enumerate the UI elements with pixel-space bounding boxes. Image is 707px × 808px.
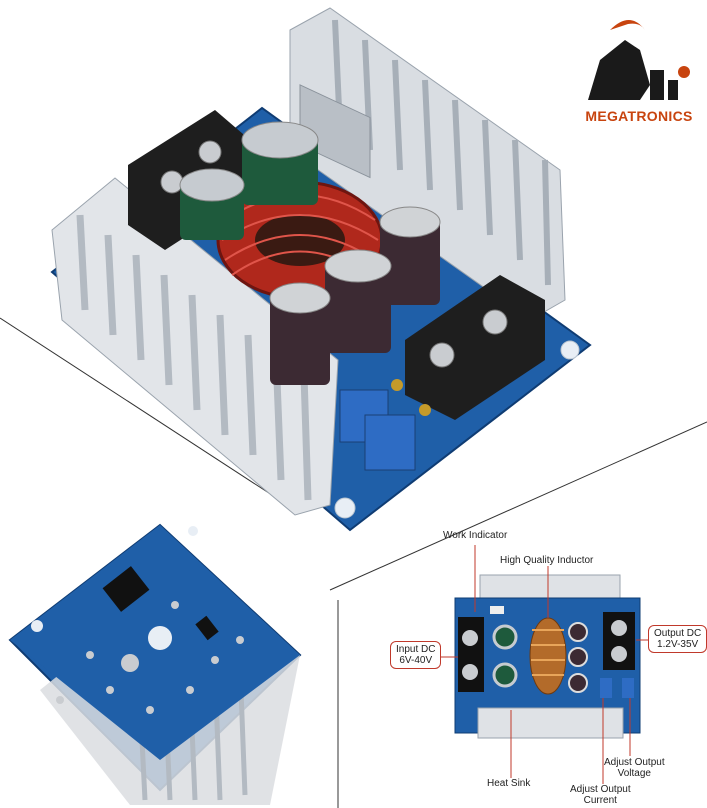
label-adjust-current-line2: Current [583, 795, 617, 806]
label-input-dc-range: 6V-40V [399, 655, 433, 666]
section-dividers [0, 317, 707, 808]
label-adjust-output-voltage: Adjust Output Voltage [604, 757, 665, 779]
terminal-screw [160, 170, 184, 194]
ram-head-logo-icon [588, 20, 690, 100]
trimmer-potentiometers [339, 379, 431, 471]
mounting-hole [560, 340, 580, 360]
label-output-dc: Output DC 1.2V-35V [648, 625, 707, 653]
brand-name: MEGATRONICS [585, 108, 693, 124]
purple-capacitors [269, 206, 441, 385]
label-adjust-voltage-line2: Voltage [617, 768, 651, 779]
mounting-hole [334, 497, 356, 519]
label-input-dc-title: Input DC [396, 644, 436, 655]
output-terminal-block [405, 275, 545, 420]
annotated-heatsink-bottom [477, 707, 624, 739]
label-work-indicator: Work Indicator [443, 530, 508, 541]
green-capacitors [179, 121, 319, 240]
label-output-dc-range: 1.2V-35V [657, 639, 699, 650]
mosfet-tab [299, 84, 371, 179]
terminal-screw [429, 342, 455, 368]
label-adjust-voltage-line1: Adjust Output [604, 757, 665, 768]
callout-lines [440, 545, 648, 784]
label-heat-sink: Heat Sink [487, 778, 531, 789]
back-view [8, 523, 302, 805]
label-adjust-current-line1: Adjust Output [570, 784, 631, 795]
label-high-quality-inductor: High Quality Inductor [500, 555, 594, 566]
label-output-dc-title: Output DC [654, 628, 702, 639]
left-heatsink-fins [76, 214, 312, 501]
label-input-dc: Input DC 6V-40V [390, 641, 442, 669]
annotated-view [440, 545, 648, 784]
terminal-screw [198, 140, 222, 164]
right-heatsink-fins [332, 19, 551, 286]
label-adjust-output-current: Adjust Output Current [570, 784, 631, 806]
terminal-screw [482, 309, 508, 335]
main-module-view [50, 7, 592, 532]
